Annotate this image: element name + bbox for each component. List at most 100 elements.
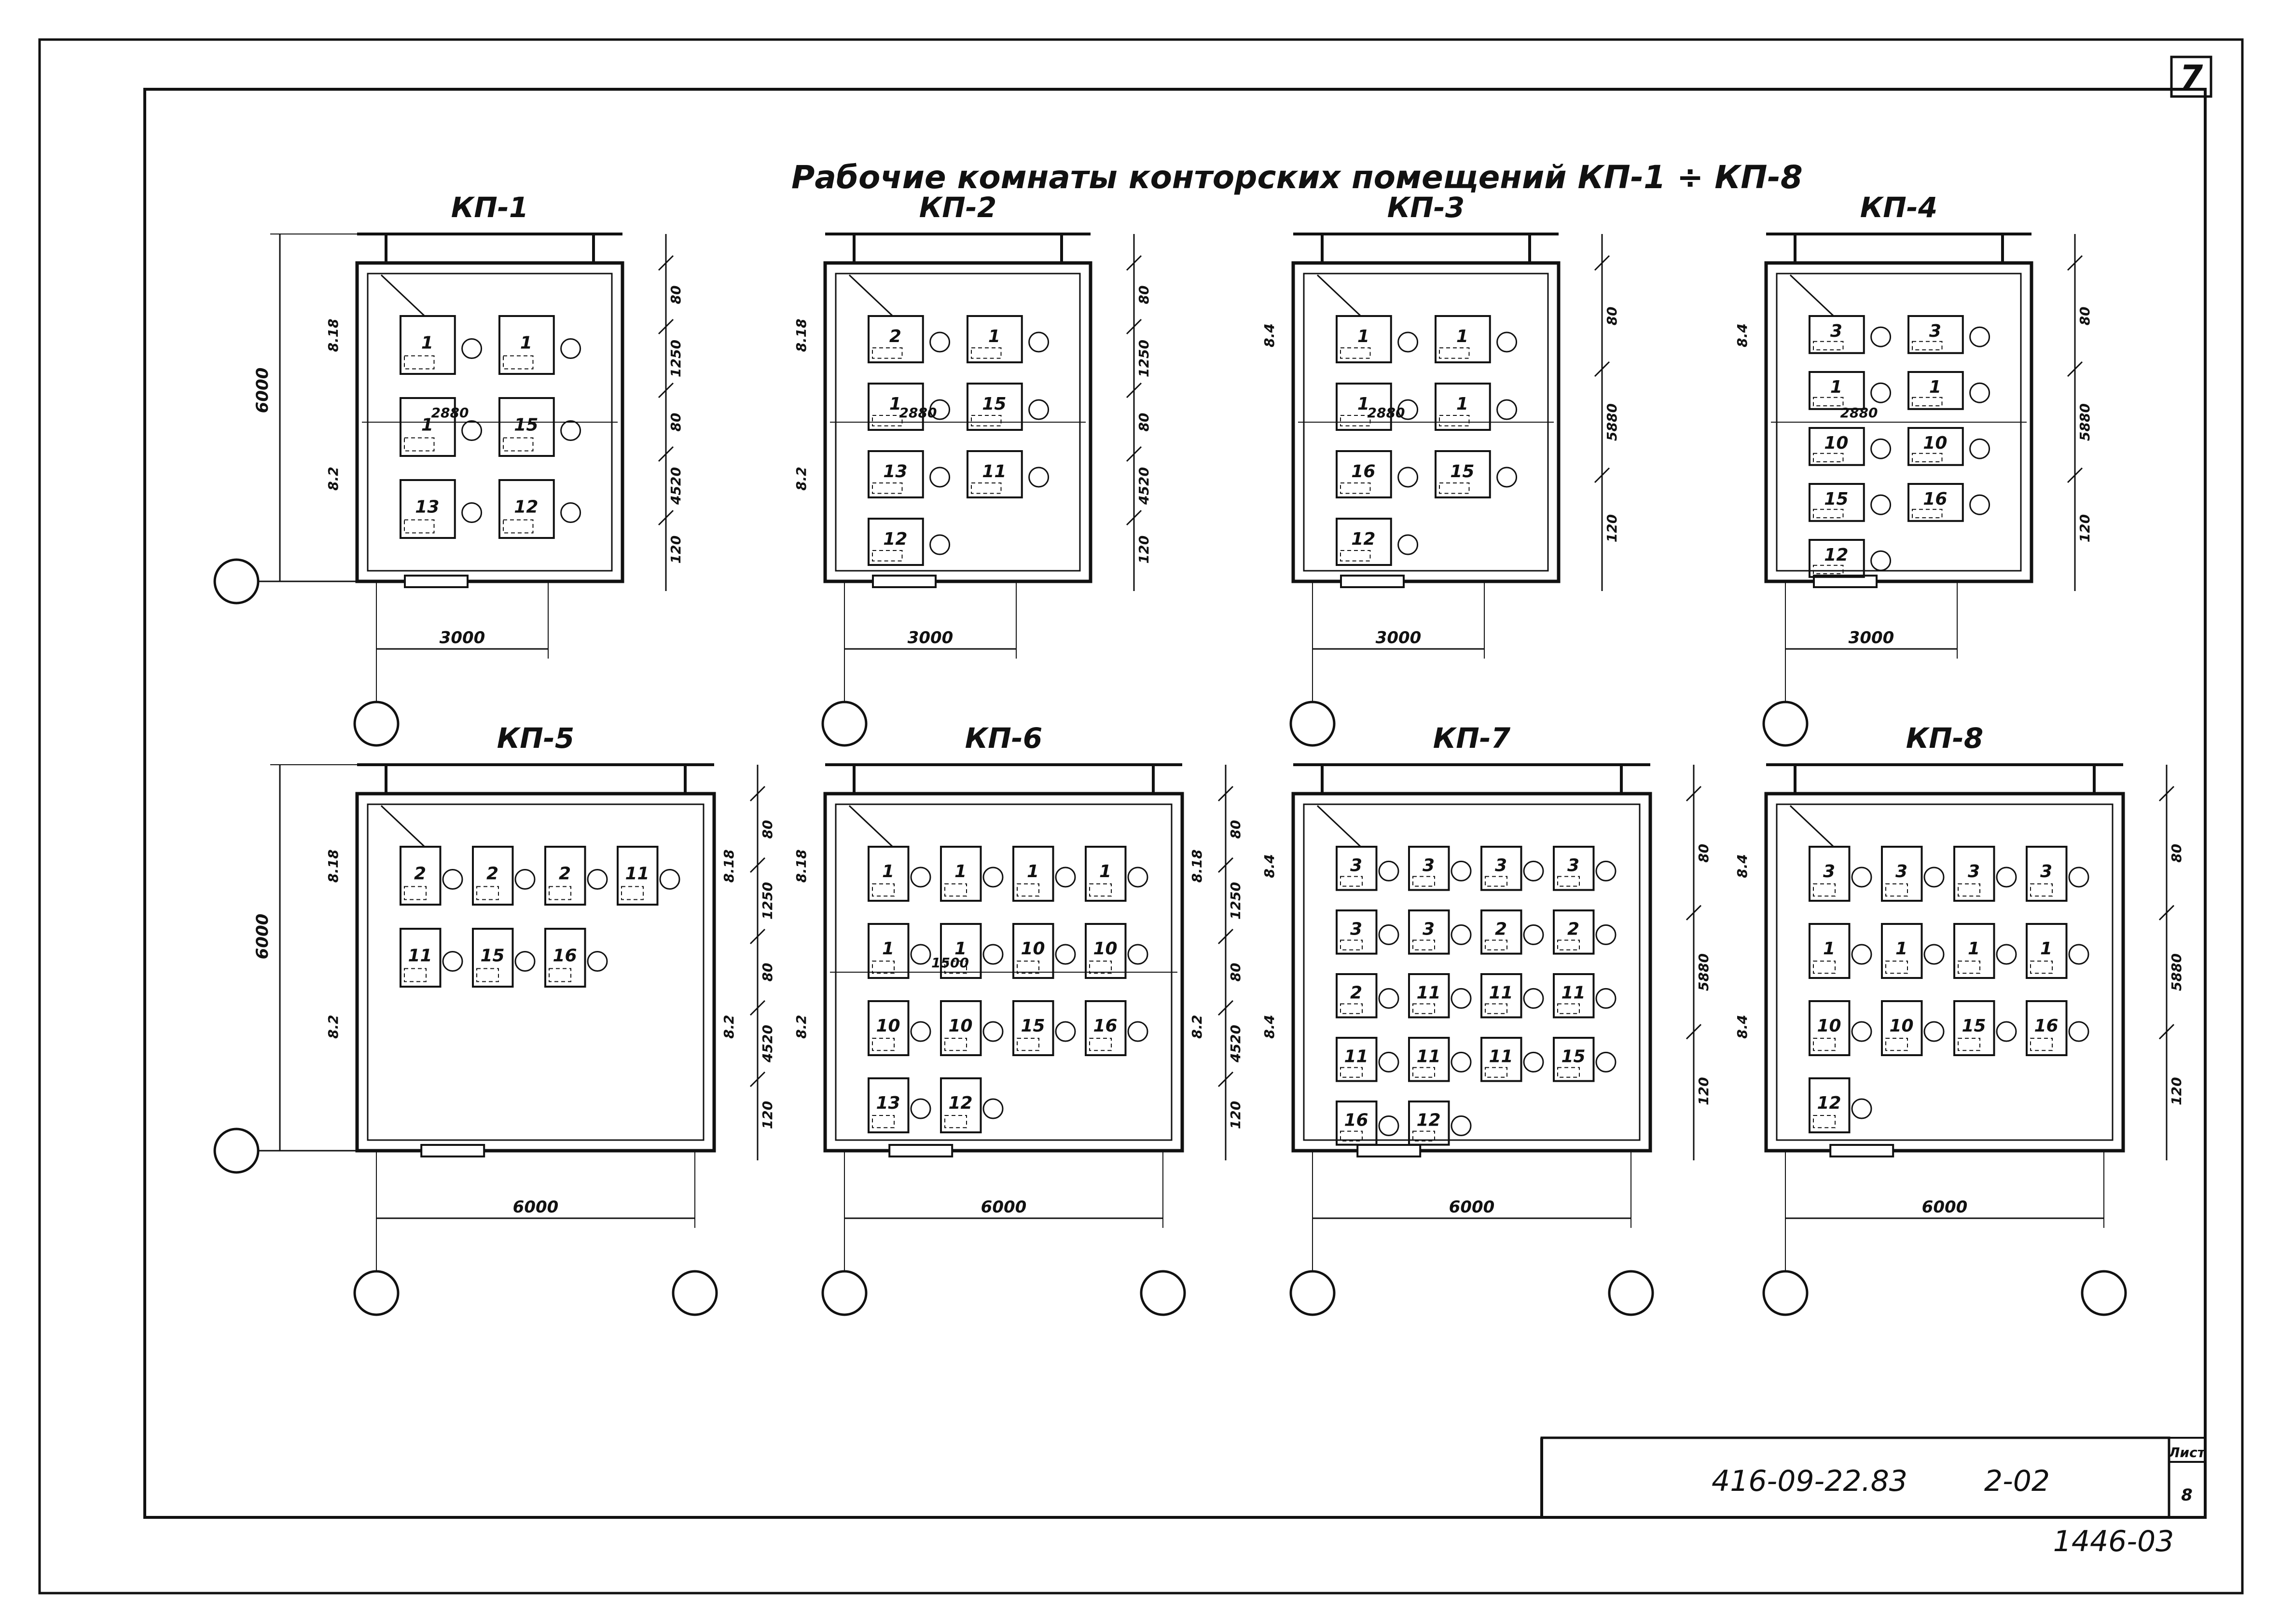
furniture-number: 13: [876, 1093, 900, 1113]
stool-circle: [1378, 860, 1399, 881]
right-dimension: 120: [1228, 1101, 1244, 1129]
chair-mark: [944, 1038, 967, 1051]
wall-mark: 8.18: [1189, 849, 1205, 882]
width-dimension: 6000: [1922, 1197, 1968, 1217]
furniture-number: 11: [982, 462, 1006, 482]
chair-mark: [1412, 876, 1435, 887]
furniture-number: 2: [1350, 983, 1362, 1003]
chair-mark: [971, 482, 1002, 494]
furniture-item: [1553, 846, 1595, 891]
stool-circle: [461, 420, 483, 441]
dim-tick: [2158, 785, 2175, 802]
stool-circle: [1127, 867, 1148, 888]
dim-tick: [658, 509, 674, 526]
plan-label: КП-2: [919, 191, 996, 224]
chair-mark: [1813, 961, 1836, 974]
furniture-item: [940, 923, 982, 979]
wall-mark: 8.4: [1734, 1015, 1750, 1039]
furniture-item: [1809, 371, 1865, 410]
furniture-item: [1336, 315, 1392, 363]
chair-mark: [404, 519, 435, 534]
furniture-item: [967, 315, 1023, 363]
right-dimension: 1250: [1136, 340, 1152, 377]
dim-tick: [1126, 446, 1142, 462]
chair-mark: [1439, 347, 1470, 359]
furniture-item: [1336, 1101, 1378, 1146]
axis-bubble: [213, 558, 260, 605]
furniture-item: [1809, 539, 1865, 578]
door: [1340, 575, 1405, 588]
dim-tick: [1594, 467, 1610, 483]
furniture-item: [1435, 383, 1491, 431]
right-dimension: 120: [760, 1101, 775, 1129]
chair-mark: [1885, 883, 1908, 897]
chair-mark: [1340, 1003, 1363, 1014]
dim-tick: [1217, 785, 1234, 802]
furniture-item: [1336, 450, 1392, 498]
door-swing: [848, 274, 894, 317]
chair-mark: [1557, 939, 1580, 950]
furniture-number: 16: [1344, 1110, 1368, 1130]
dim-tick: [1686, 785, 1702, 802]
furniture-item: [1408, 1101, 1450, 1146]
furniture-item: [498, 315, 555, 375]
stool-circle: [1996, 1021, 2017, 1042]
stool-circle: [982, 1021, 1004, 1042]
right-dimension: 80: [1696, 844, 1712, 863]
plan-label: КП-7: [1433, 722, 1511, 755]
dim-tick: [658, 446, 674, 462]
stool-circle: [1055, 944, 1076, 965]
wall-mark: 8.18: [721, 849, 737, 882]
wall-mark: 8.4: [1734, 854, 1750, 878]
height-dimension: 6000: [253, 914, 272, 960]
sheet-frame: 7: [38, 38, 2244, 1595]
furniture-item: [1881, 1000, 1923, 1056]
dim-tick: [2067, 467, 2083, 483]
room-inner-line: [1303, 803, 1641, 1141]
chair-mark: [476, 886, 499, 900]
chair-mark: [872, 347, 903, 359]
furniture-number: 1: [882, 939, 894, 959]
furniture-number: 10: [1923, 433, 1947, 453]
door-swing: [848, 805, 894, 848]
right-dimension: 4520: [760, 1025, 775, 1063]
width-dimension: 3000: [440, 628, 485, 647]
furniture-number: 11: [625, 864, 649, 884]
furniture-number: 1: [1357, 327, 1369, 346]
chair-mark: [971, 347, 1002, 359]
furniture-number: 15: [514, 415, 538, 435]
stool-circle: [560, 420, 581, 441]
right-dimension: 80: [1228, 820, 1244, 839]
furniture-number: 11: [1416, 1046, 1440, 1066]
section-code: 2-02: [1984, 1464, 2050, 1498]
plan-label: КП-8: [1906, 722, 1983, 755]
dim-tick: [1686, 905, 1702, 921]
right-dimension: 4520: [1136, 467, 1152, 505]
chair-mark: [1485, 876, 1507, 887]
dim-tick: [1594, 255, 1610, 271]
chair-mark: [944, 883, 967, 897]
drawing-title: Рабочие комнаты конторских помещений КП-…: [791, 159, 1803, 196]
plan-label: КП-6: [965, 722, 1042, 755]
stool-circle: [1923, 867, 1945, 888]
right-dimension: 80: [760, 820, 775, 839]
dim-tick: [749, 1071, 766, 1087]
furniture-item: [868, 518, 924, 566]
furniture-item: [400, 928, 442, 988]
wall-mark: 8.18: [325, 849, 341, 882]
stool-circle: [461, 338, 483, 359]
width-dimension: 3000: [1849, 628, 1894, 647]
stool-circle: [1378, 1115, 1399, 1136]
door-swing: [380, 274, 426, 317]
chair-mark: [1885, 961, 1908, 974]
stool-circle: [442, 951, 463, 972]
stool-circle: [1851, 1021, 1872, 1042]
right-dimension: 80: [760, 963, 775, 982]
furniture-item: [400, 846, 442, 906]
chair-mark: [971, 415, 1002, 427]
right-dimension: 5880: [2077, 403, 2093, 441]
